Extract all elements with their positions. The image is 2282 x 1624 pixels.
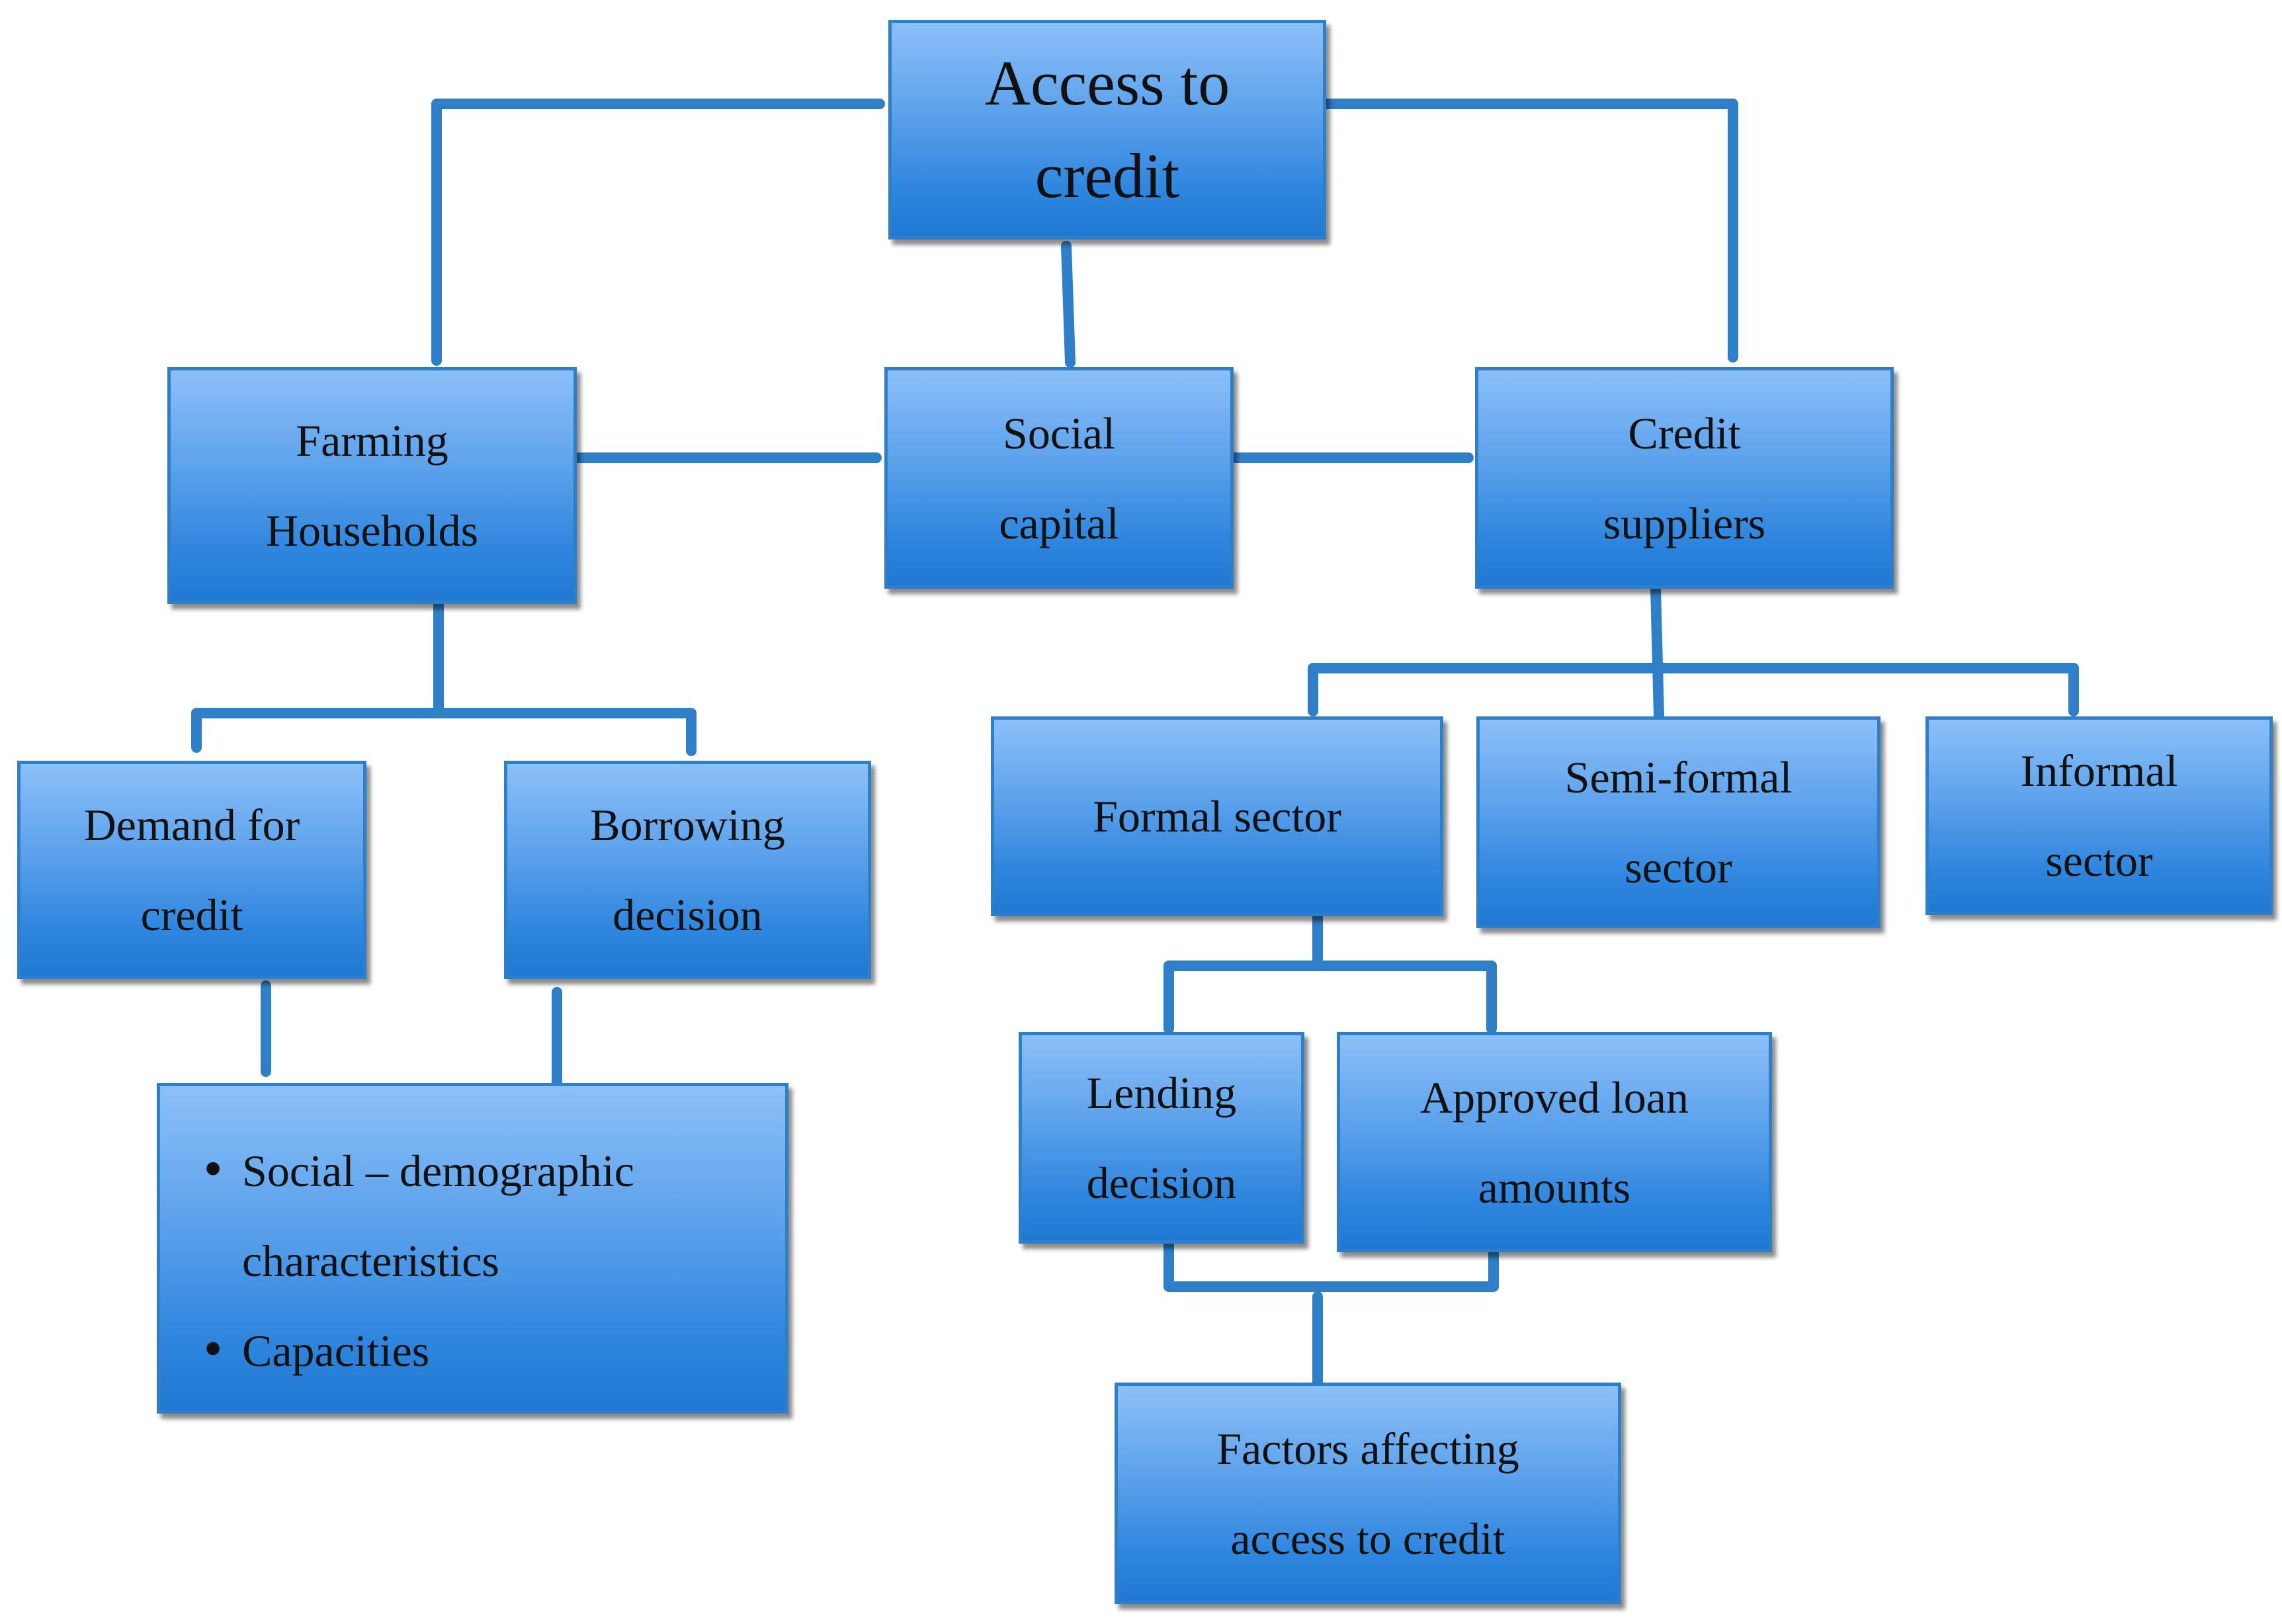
node-credit-suppliers: Credit suppliers (1475, 367, 1894, 589)
edge-access-to-suppliers (1321, 99, 1738, 363)
node-social-capital-label: Social capital (999, 407, 1119, 548)
edge-suppliers-bracket (1308, 583, 2079, 721)
node-farming-households: Farming Households (167, 367, 577, 604)
node-factors-affecting-access: Factors affecting access to credit (1115, 1383, 1621, 1604)
node-semi-formal-sector-label: Semi-formal sector (1564, 752, 1793, 892)
node-borrowing-decision-label: Borrowing decision (590, 800, 785, 940)
node-lending-decision-label: Lending decision (1086, 1068, 1237, 1208)
characteristics-list: Social – demographic characteristics Cap… (200, 1126, 745, 1396)
node-characteristics: Social – demographic characteristics Cap… (157, 1083, 788, 1414)
node-factors-affecting-access-label: Factors affecting access to credit (1216, 1423, 1519, 1564)
node-formal-sector-label: Formal sector (1093, 791, 1341, 841)
characteristics-item: Social – demographic characteristics (200, 1126, 745, 1306)
node-access-to-credit-label: Access to credit (984, 48, 1230, 211)
edge-access-social (1061, 241, 1076, 368)
node-social-capital: Social capital (884, 367, 1234, 589)
node-credit-suppliers-label: Credit suppliers (1603, 407, 1766, 548)
edge-formal-bracket (1163, 911, 1497, 1034)
node-borrowing-decision: Borrowing decision (504, 761, 871, 979)
node-demand-for-credit-label: Demand for credit (83, 800, 300, 940)
node-approved-loan-amounts-label: Approved loan amounts (1419, 1072, 1689, 1213)
node-semi-formal-sector: Semi-formal sector (1476, 716, 1881, 928)
edge-farming-bracket (191, 597, 697, 756)
node-demand-for-credit: Demand for credit (17, 761, 366, 979)
node-formal-sector: Formal sector (991, 716, 1443, 916)
node-informal-sector-label: Informal sector (2020, 746, 2178, 886)
node-farming-households-label: Farming Households (265, 415, 479, 556)
node-approved-loan-amounts: Approved loan amounts (1337, 1032, 1772, 1252)
node-informal-sector: Informal sector (1925, 716, 2273, 915)
edge-farming-to-access (431, 99, 885, 366)
node-access-to-credit: Access to credit (888, 20, 1326, 239)
node-lending-decision: Lending decision (1019, 1032, 1304, 1244)
characteristics-item: Capacities (200, 1306, 745, 1396)
edge-factors-bracket (1163, 1238, 1499, 1292)
